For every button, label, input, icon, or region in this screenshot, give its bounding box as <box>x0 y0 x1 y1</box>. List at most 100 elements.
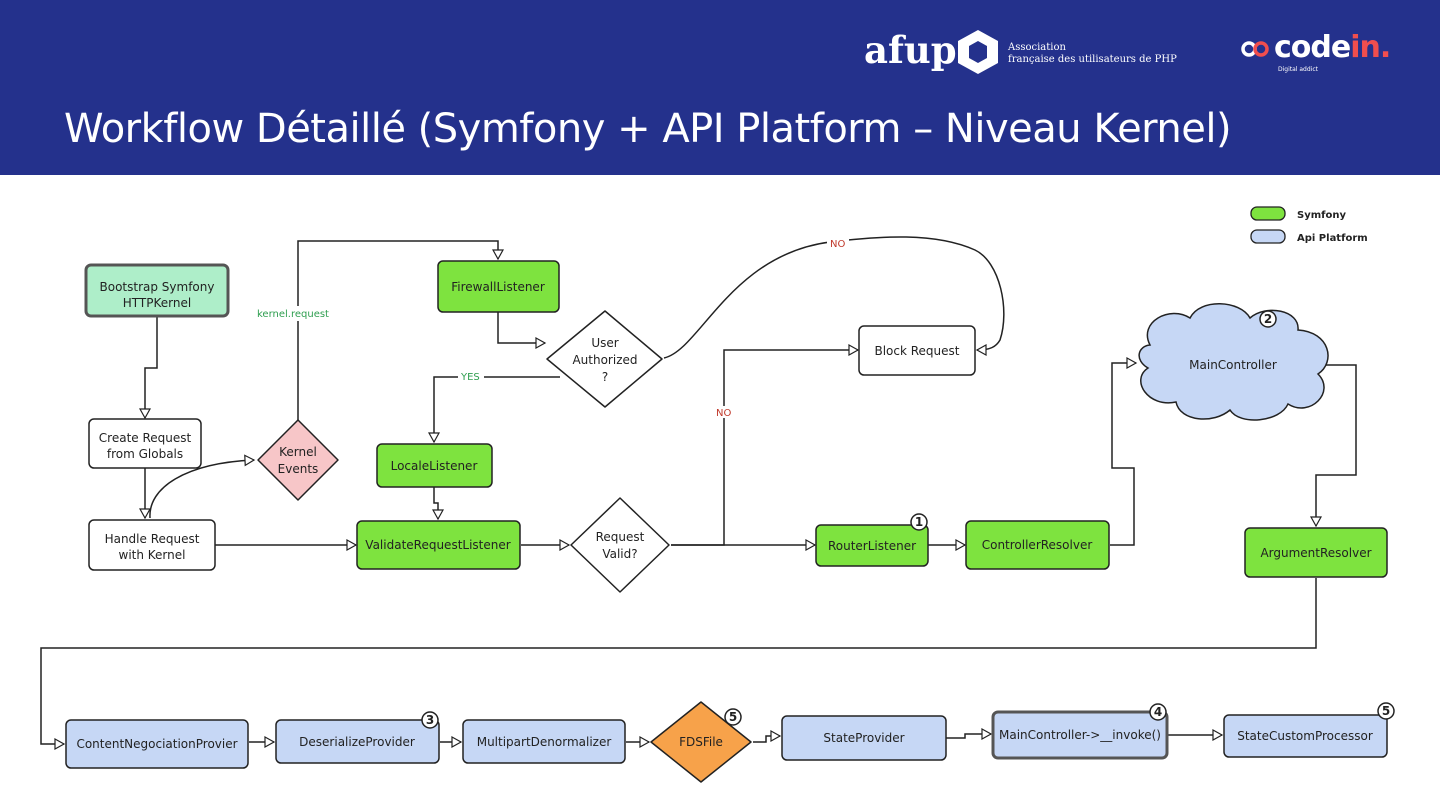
node-fds-file-label: FDSFile <box>679 735 723 749</box>
legend-api-label: Api Platform <box>1297 233 1368 244</box>
edge-handle-kernel-events <box>149 460 254 519</box>
codein-word-main: code <box>1274 30 1351 65</box>
badge-deserialize-provider-number: 3 <box>426 713 434 727</box>
edge-fds-state-provider <box>753 736 780 743</box>
page-title: Workflow Détaillé (Symfony + API Platfor… <box>64 106 1232 152</box>
badge-fds-file-number: 5 <box>729 710 737 724</box>
node-main-controller-label: MainController <box>1189 358 1277 372</box>
node-state-custom-processor: StateCustomProcessor 5 <box>1223 702 1395 758</box>
badge-router-listener-number: 1 <box>915 515 923 529</box>
node-deserialize-provider-label: DeserializeProvider <box>299 735 415 749</box>
node-bootstrap-line2: HTTPKernel <box>123 296 191 310</box>
node-block-request: Block Request <box>858 325 976 376</box>
yes-label-bg <box>458 371 484 383</box>
node-content-negociation-provider-label: ContentNegociationProvier <box>76 737 237 751</box>
node-fds-file: FDSFile 5 <box>650 701 752 783</box>
edge-locale-validate <box>434 487 438 519</box>
node-locale-listener: LocaleListener <box>376 443 493 488</box>
node-multipart-denormalizer-label: MultipartDenormalizer <box>477 735 612 749</box>
badge-state-custom-processor-number: 5 <box>1382 704 1390 718</box>
edges <box>40 236 1357 744</box>
edge-argument-resolver-content-negociation <box>40 578 1317 744</box>
edge-user-authorized-locale-yes <box>434 376 560 442</box>
edge-main-controller-argument-resolver <box>1316 364 1357 526</box>
badge-fds-file <box>724 708 742 726</box>
legend-symfony-swatch <box>1250 206 1286 221</box>
codein-logo-word: codein. <box>1274 30 1391 65</box>
node-argument-resolver: ArgumentResolver <box>1244 527 1388 578</box>
edge-label-yes: YES <box>460 372 480 383</box>
node-bootstrap-line1: Bootstrap Symfony <box>100 280 215 294</box>
afup-logo-subtitle: Association française des utilisateurs d… <box>1008 42 1177 66</box>
node-validate-request-listener: ValidateRequestListener <box>356 520 521 570</box>
badge-deserialize-provider <box>421 711 439 729</box>
edge-labels: kernel.request YES NO NO <box>254 238 849 419</box>
node-router-listener: RouterListener 1 <box>815 513 929 567</box>
badge-main-controller-invoke-number: 4 <box>1154 705 1162 719</box>
node-user-authorized: User Authorized ? <box>546 310 663 408</box>
node-create-request-line2: from Globals <box>107 447 183 461</box>
node-state-custom-processor-label: StateCustomProcessor <box>1237 729 1373 743</box>
node-main-controller-invoke-label: MainController->__invoke() <box>999 728 1161 742</box>
node-argument-resolver-label: ArgumentResolver <box>1260 546 1371 560</box>
node-request-valid-line2: Valid? <box>602 547 637 561</box>
header-banner: Workflow Détaillé (Symfony + API Platfor… <box>0 0 1440 175</box>
edge-label-no-top: NO <box>830 239 845 250</box>
legend-api-swatch <box>1250 229 1286 244</box>
afup-subtitle-line2: française des utilisateurs de PHP <box>1008 54 1177 65</box>
node-deserialize-provider: DeserializeProvider 3 <box>275 711 440 764</box>
badge-main-controller-number: 2 <box>1264 312 1272 326</box>
node-user-authorized-line2: Authorized <box>572 353 637 367</box>
node-main-controller-invoke: MainController->__invoke() 4 <box>991 703 1169 760</box>
node-create-request-line1: Create Request <box>99 431 192 445</box>
edge-controller-resolver-main-controller <box>1110 363 1136 546</box>
legend-symfony-label: Symfony <box>1297 210 1346 221</box>
node-content-negociation-provider: ContentNegociationProvier <box>65 719 249 769</box>
node-kernel-events-line1: Kernel <box>279 445 317 459</box>
codein-tagline: Digital addict <box>1278 66 1318 73</box>
edge-user-authorized-block-no <box>663 236 1005 359</box>
afup-subtitle-line1: Association <box>1008 42 1066 53</box>
node-request-valid: Request Valid? <box>570 497 670 593</box>
codein-word-accent: in. <box>1350 30 1391 65</box>
node-controller-resolver: ControllerResolver <box>965 520 1110 570</box>
node-validate-request-listener-label: ValidateRequestListener <box>365 538 510 552</box>
node-kernel-events-line2: Events <box>278 462 319 476</box>
node-create-request: Create Request from Globals <box>88 418 202 469</box>
node-handle-request-line2: with Kernel <box>119 548 186 562</box>
edge-bootstrap-create <box>145 316 158 418</box>
no-top-label-bg <box>827 238 849 250</box>
kernel-request-label-bg <box>254 306 340 321</box>
badge-main-controller <box>1259 310 1277 328</box>
badge-router-listener <box>910 513 928 531</box>
edge-label-kernel-request: kernel.request <box>257 309 329 320</box>
node-bootstrap: Bootstrap Symfony HTTPKernel <box>84 263 230 318</box>
node-user-authorized-line3: ? <box>602 370 608 384</box>
node-multipart-denormalizer: MultipartDenormalizer <box>462 719 626 764</box>
badge-main-controller-invoke <box>1149 703 1167 721</box>
legend: Symfony Api Platform <box>1250 206 1368 244</box>
node-firewall-listener: FirewallListener <box>437 260 560 313</box>
node-router-listener-label: RouterListener <box>828 539 916 553</box>
node-user-authorized-line1: User <box>591 336 618 350</box>
node-kernel-events: Kernel Events <box>257 419 339 501</box>
node-firewall-listener-label: FirewallListener <box>451 280 545 294</box>
afup-logo-word: afup <box>864 28 957 72</box>
afup-hexagon-icon <box>958 30 998 74</box>
badge-state-custom-processor <box>1377 702 1395 720</box>
no-mid-label-bg <box>713 406 735 418</box>
node-handle-request: Handle Request with Kernel <box>88 519 216 571</box>
node-state-provider: StateProvider <box>781 715 947 761</box>
main-controller-cloud-shape <box>1138 303 1329 421</box>
edge-label-no-mid: NO <box>716 408 731 419</box>
node-main-controller: MainController 2 <box>1138 303 1329 421</box>
edge-firewall-user-authorized <box>497 312 545 343</box>
node-block-request-label: Block Request <box>874 344 959 358</box>
infinity-link-icon <box>1241 41 1269 57</box>
edge-kernel-firewall <box>297 240 498 420</box>
node-controller-resolver-label: ControllerResolver <box>982 538 1093 552</box>
node-locale-listener-label: LocaleListener <box>391 459 478 473</box>
edge-request-valid-block-no <box>671 350 858 546</box>
node-handle-request-line1: Handle Request <box>105 532 200 546</box>
